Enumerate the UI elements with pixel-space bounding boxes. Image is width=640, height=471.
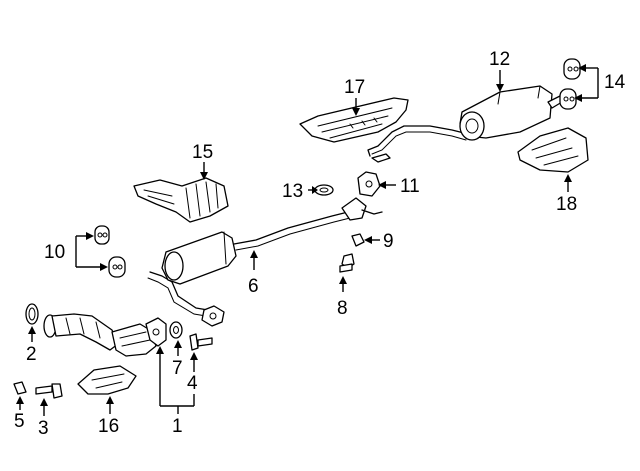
part-2-gasket[interactable] [25,303,39,325]
callout-16: 16 [98,416,119,437]
part-4-bolt[interactable] [189,333,213,351]
callout-4: 4 [187,373,198,394]
part-3-bolt[interactable] [35,383,63,399]
part-14-hangers[interactable] [559,58,581,110]
callout-18: 18 [556,194,577,215]
part-7-gasket[interactable] [169,321,183,339]
part-18-heat-shield[interactable] [517,127,589,173]
callout-9: 9 [383,231,394,252]
part-12-rear-muffler[interactable] [367,85,563,163]
callout-1: 1 [172,416,183,437]
callout-8: 8 [337,298,348,319]
callout-5: 5 [14,411,25,432]
callout-6: 6 [248,276,259,297]
callout-2: 2 [26,344,37,365]
part-11-hanger[interactable] [357,171,381,197]
callout-3: 3 [38,418,49,439]
part-5-nut[interactable] [13,381,27,395]
callout-12: 12 [489,49,510,70]
callout-17: 17 [344,77,365,98]
callout-13: 13 [282,181,303,202]
part-6-intermediate-pipe[interactable] [147,197,383,327]
part-9-nut[interactable] [351,233,365,247]
leader-lines [16,64,599,416]
callout-labels: 1 2 3 4 5 6 7 8 9 10 11 12 13 14 15 16 1… [14,49,626,439]
part-8-bolt[interactable] [339,253,355,273]
callout-10: 10 [44,242,65,263]
callout-7: 7 [172,358,183,379]
callout-15: 15 [192,142,213,163]
part-1-front-pipe-converter[interactable] [43,313,167,357]
callout-14: 14 [604,72,626,93]
callout-11: 11 [400,176,420,197]
part-15-heat-shield[interactable] [133,177,229,223]
part-10-hangers[interactable] [94,225,126,278]
part-16-heat-shield[interactable] [77,365,137,395]
